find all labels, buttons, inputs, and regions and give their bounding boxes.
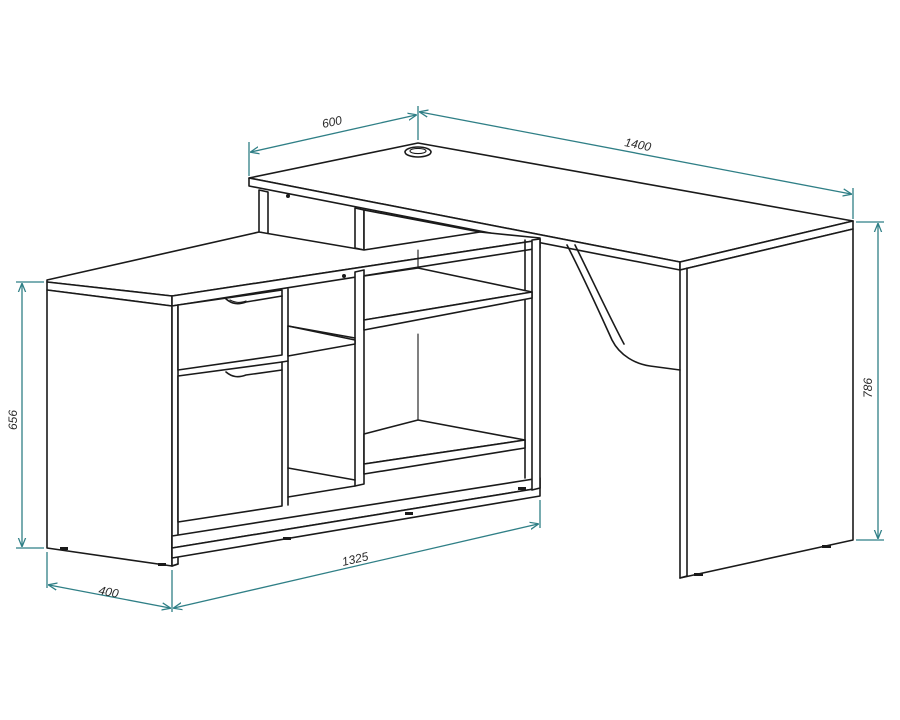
foot [822,545,831,548]
desk-top [248,142,854,271]
foot [60,547,68,550]
foot [405,512,413,515]
desk-support-bracket [566,244,681,371]
dim-label-desk-height: 786 [861,378,875,398]
cable-grommet-icon [404,146,432,158]
dim-label-cabinet-height: 656 [6,410,20,430]
desk-side-panel [679,228,854,579]
foot [283,537,291,540]
shelves [287,249,533,498]
foot [158,563,166,566]
foot [694,573,703,576]
cabinet-door [177,288,289,523]
cabinet-side-panel [46,289,173,567]
foot [518,487,526,490]
drawer [177,289,283,371]
dim-label-top-width: 1400 [623,135,652,154]
dim-label-cabinet-length: 1325 [341,549,370,569]
dim-label-cabinet-depth: 400 [97,583,120,601]
dimension-lines [16,106,884,612]
dim-label-top-depth: 600 [321,113,344,131]
